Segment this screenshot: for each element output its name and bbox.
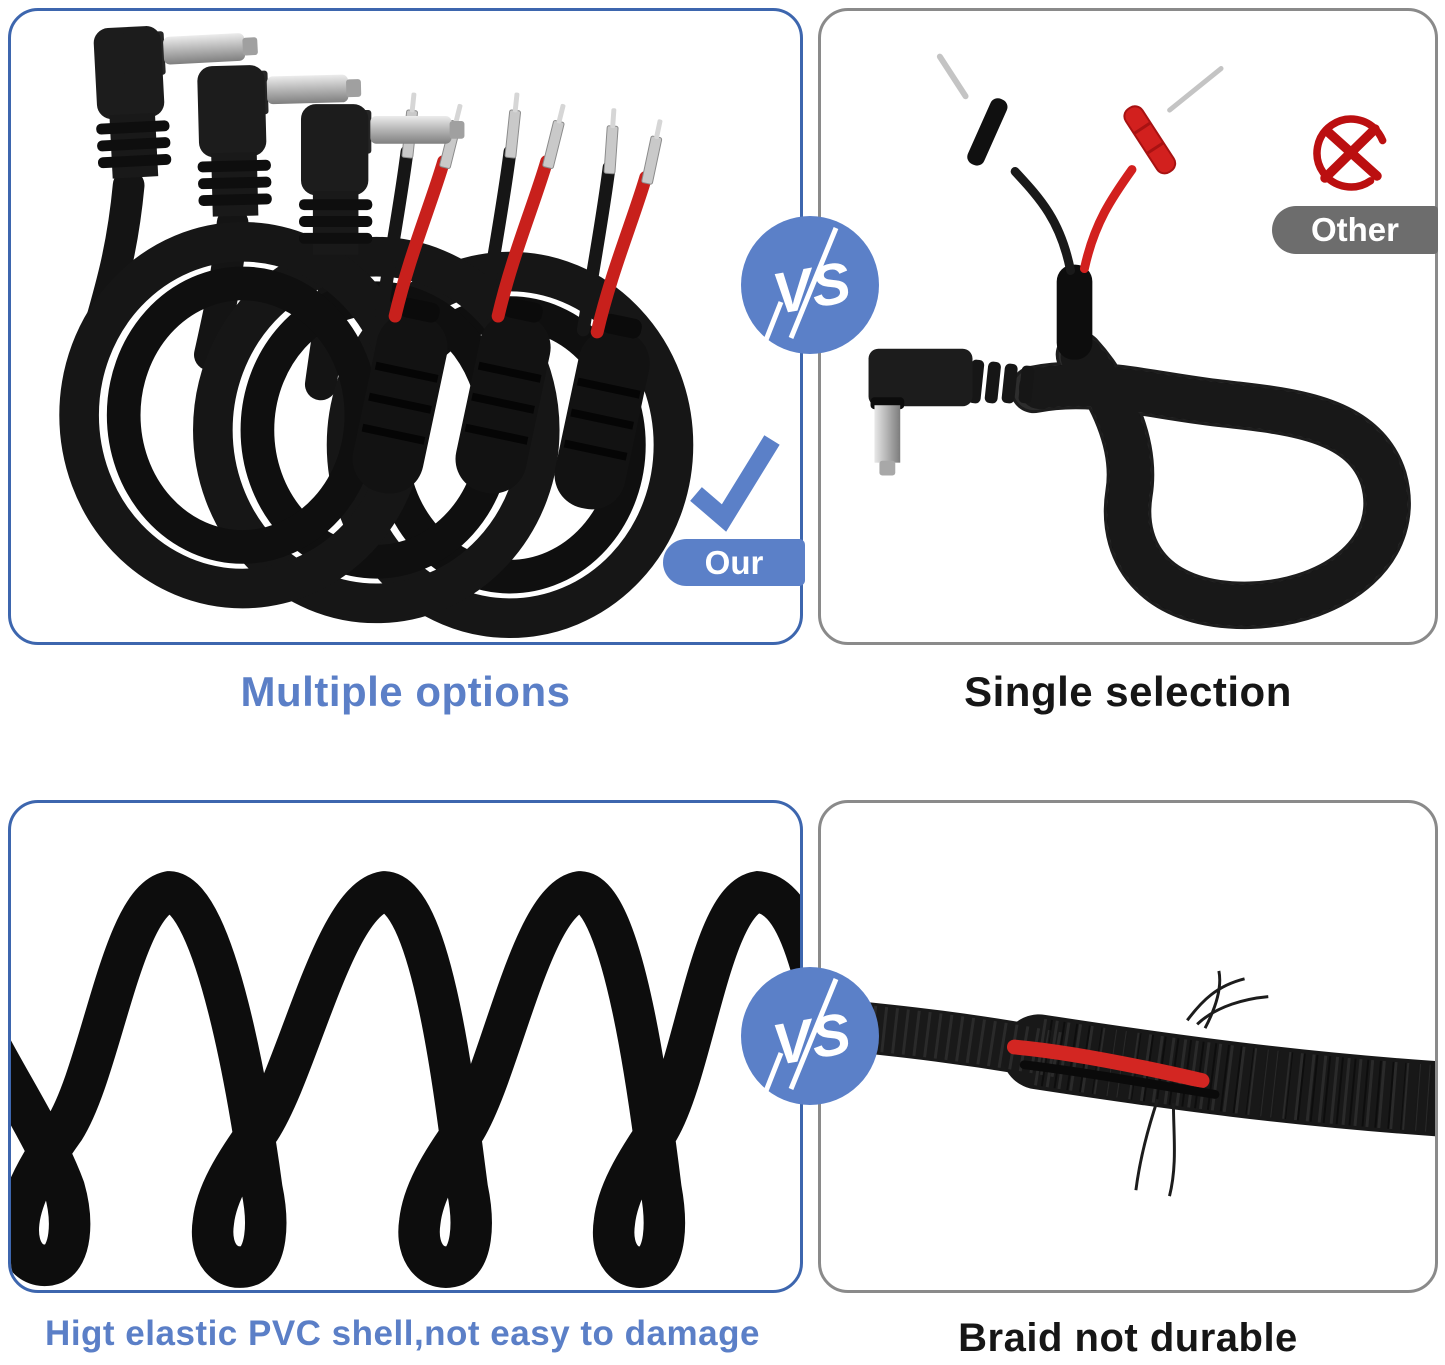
panel-single-selection <box>818 8 1438 645</box>
strain-relief <box>967 359 1035 404</box>
dc-plug <box>868 348 973 476</box>
caption-pvc-shell: Higt elastic PVC shell,not easy to damag… <box>45 1314 760 1353</box>
vs-badge-icon: VS <box>741 967 879 1105</box>
other-badge: Other <box>1272 206 1438 254</box>
braided-cable-photo <box>868 53 1411 630</box>
three-cables-photo <box>59 20 694 639</box>
heatshrink-junction <box>1056 264 1093 360</box>
panel-pvc-spiral <box>8 800 803 1293</box>
cross-circle-icon <box>1313 115 1389 191</box>
exposed-black-wire <box>1019 1060 1220 1099</box>
exposed-red-wire <box>1006 1039 1210 1088</box>
pigtail-wires <box>374 91 667 339</box>
panel-damaged-braid <box>818 800 1438 1293</box>
caption-multiple-options: Multiple options <box>240 668 571 715</box>
spiral-cable <box>11 871 800 1288</box>
panel-multiple-options <box>8 8 803 645</box>
our-badge-label: Our <box>704 543 764 581</box>
svg-text:VS: VS <box>768 1000 856 1078</box>
ferrite-1 <box>352 297 448 494</box>
our-badge: Our <box>663 539 805 586</box>
check-icon <box>690 435 780 532</box>
damaged-braid-photo <box>821 970 1435 1197</box>
ferrite-3 <box>554 313 650 510</box>
ferrite-2 <box>455 297 551 494</box>
red-crimp <box>1123 105 1177 175</box>
frayed-strands <box>1134 970 1269 1197</box>
caption-braid-not-durable: Braid not durable <box>958 1316 1298 1360</box>
caption-single-selection: Single selection <box>964 668 1292 715</box>
svg-text:VS: VS <box>768 249 856 327</box>
other-badge-label: Other <box>1310 211 1399 248</box>
vs-badge-icon: VS <box>741 216 879 354</box>
black-crimp <box>967 98 1008 166</box>
pvc-coil-photo <box>11 871 800 1288</box>
